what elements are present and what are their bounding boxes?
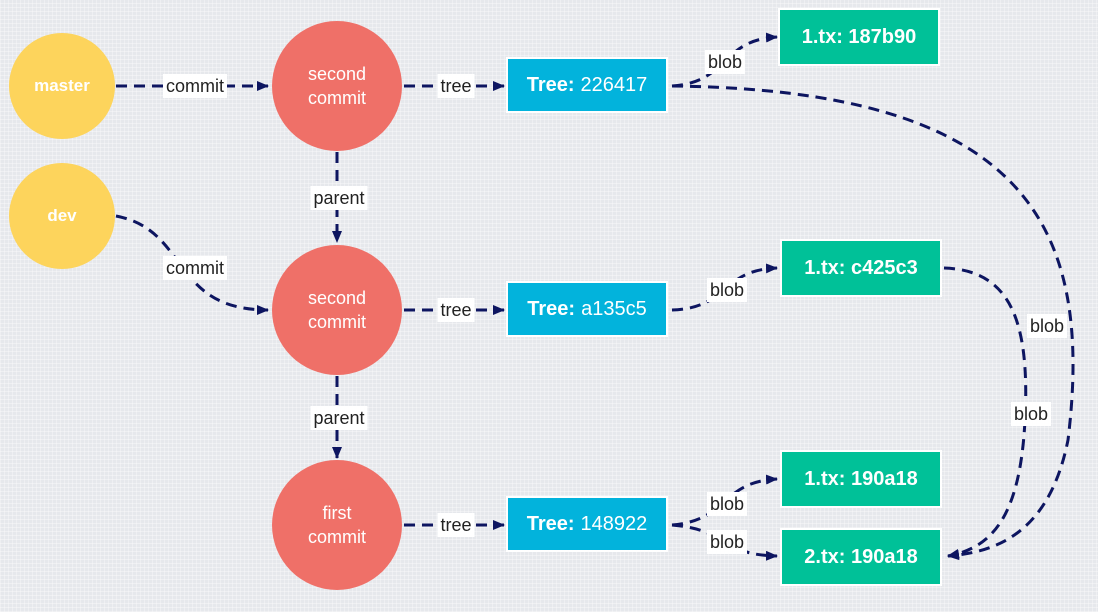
edge-label-parent: parent bbox=[310, 406, 368, 430]
edge-label-commit: commit bbox=[163, 256, 227, 280]
commit-label-line2: commit bbox=[308, 527, 366, 547]
edge-dev-to-commit bbox=[115, 214, 269, 315]
master-branch-node[interactable]: master bbox=[9, 33, 115, 139]
commit-node-second-mid[interactable]: second commit bbox=[272, 245, 402, 375]
edge-label-blob: blob bbox=[706, 278, 748, 302]
blob-label: 2.tx: 190a18 bbox=[804, 545, 918, 568]
commit-node-first[interactable]: first commit bbox=[272, 460, 402, 590]
tree-node-148922[interactable]: Tree:148922 bbox=[506, 496, 668, 552]
edge-label-blob: blob bbox=[706, 530, 748, 554]
tree-prefix: Tree: bbox=[527, 297, 576, 320]
dev-branch-label: dev bbox=[47, 206, 77, 225]
tree-hash: a135c5 bbox=[581, 297, 647, 320]
tree-hash: 148922 bbox=[580, 512, 648, 535]
edge-tree-226417-blob-2tx bbox=[671, 84, 1075, 561]
blob-node-1tx-190a18[interactable]: 1.tx: 190a18 bbox=[780, 450, 942, 508]
blob-label: 1.tx: 187b90 bbox=[801, 25, 917, 48]
tree-prefix: Tree: bbox=[526, 73, 575, 96]
tree-hash: 226417 bbox=[580, 73, 648, 96]
tree-node-226417[interactable]: Tree:226417 bbox=[506, 57, 668, 113]
blob-label: 1.tx: c425c3 bbox=[804, 256, 918, 279]
edge-blob-c425c3-blob-2tx bbox=[943, 266, 1028, 559]
commit-label-line1: second bbox=[307, 288, 367, 308]
commit-node-second-top[interactable]: second commit bbox=[272, 21, 402, 151]
edge-label-blob: blob bbox=[1026, 314, 1068, 338]
edge-label-blob: blob bbox=[706, 492, 748, 516]
commit-label-line1: second bbox=[307, 64, 367, 84]
tree-prefix: Tree: bbox=[526, 512, 575, 535]
edge-label-parent: parent bbox=[310, 186, 368, 210]
commit-label-line1: first bbox=[322, 503, 352, 523]
edge-label-tree: tree bbox=[437, 74, 475, 98]
blob-label: 1.tx: 190a18 bbox=[804, 467, 918, 490]
edge-label-commit: commit bbox=[163, 74, 227, 98]
commit-label-line2: commit bbox=[307, 88, 366, 108]
edge-label-blob: blob bbox=[704, 50, 746, 74]
edge-label-tree: tree bbox=[437, 513, 475, 537]
blob-node-2tx-190a18[interactable]: 2.tx: 190a18 bbox=[780, 528, 942, 586]
commit-label-line2: commit bbox=[307, 312, 366, 332]
blob-node-187b90[interactable]: 1.tx: 187b90 bbox=[778, 8, 940, 66]
master-branch-label: master bbox=[34, 76, 90, 95]
dev-branch-node[interactable]: dev bbox=[9, 163, 115, 269]
blob-node-c425c3[interactable]: 1.tx: c425c3 bbox=[780, 239, 942, 297]
tree-node-a135c5[interactable]: Tree:a135c5 bbox=[506, 281, 668, 337]
edge-label-blob: blob bbox=[1010, 402, 1052, 426]
edge-label-tree: tree bbox=[437, 298, 475, 322]
